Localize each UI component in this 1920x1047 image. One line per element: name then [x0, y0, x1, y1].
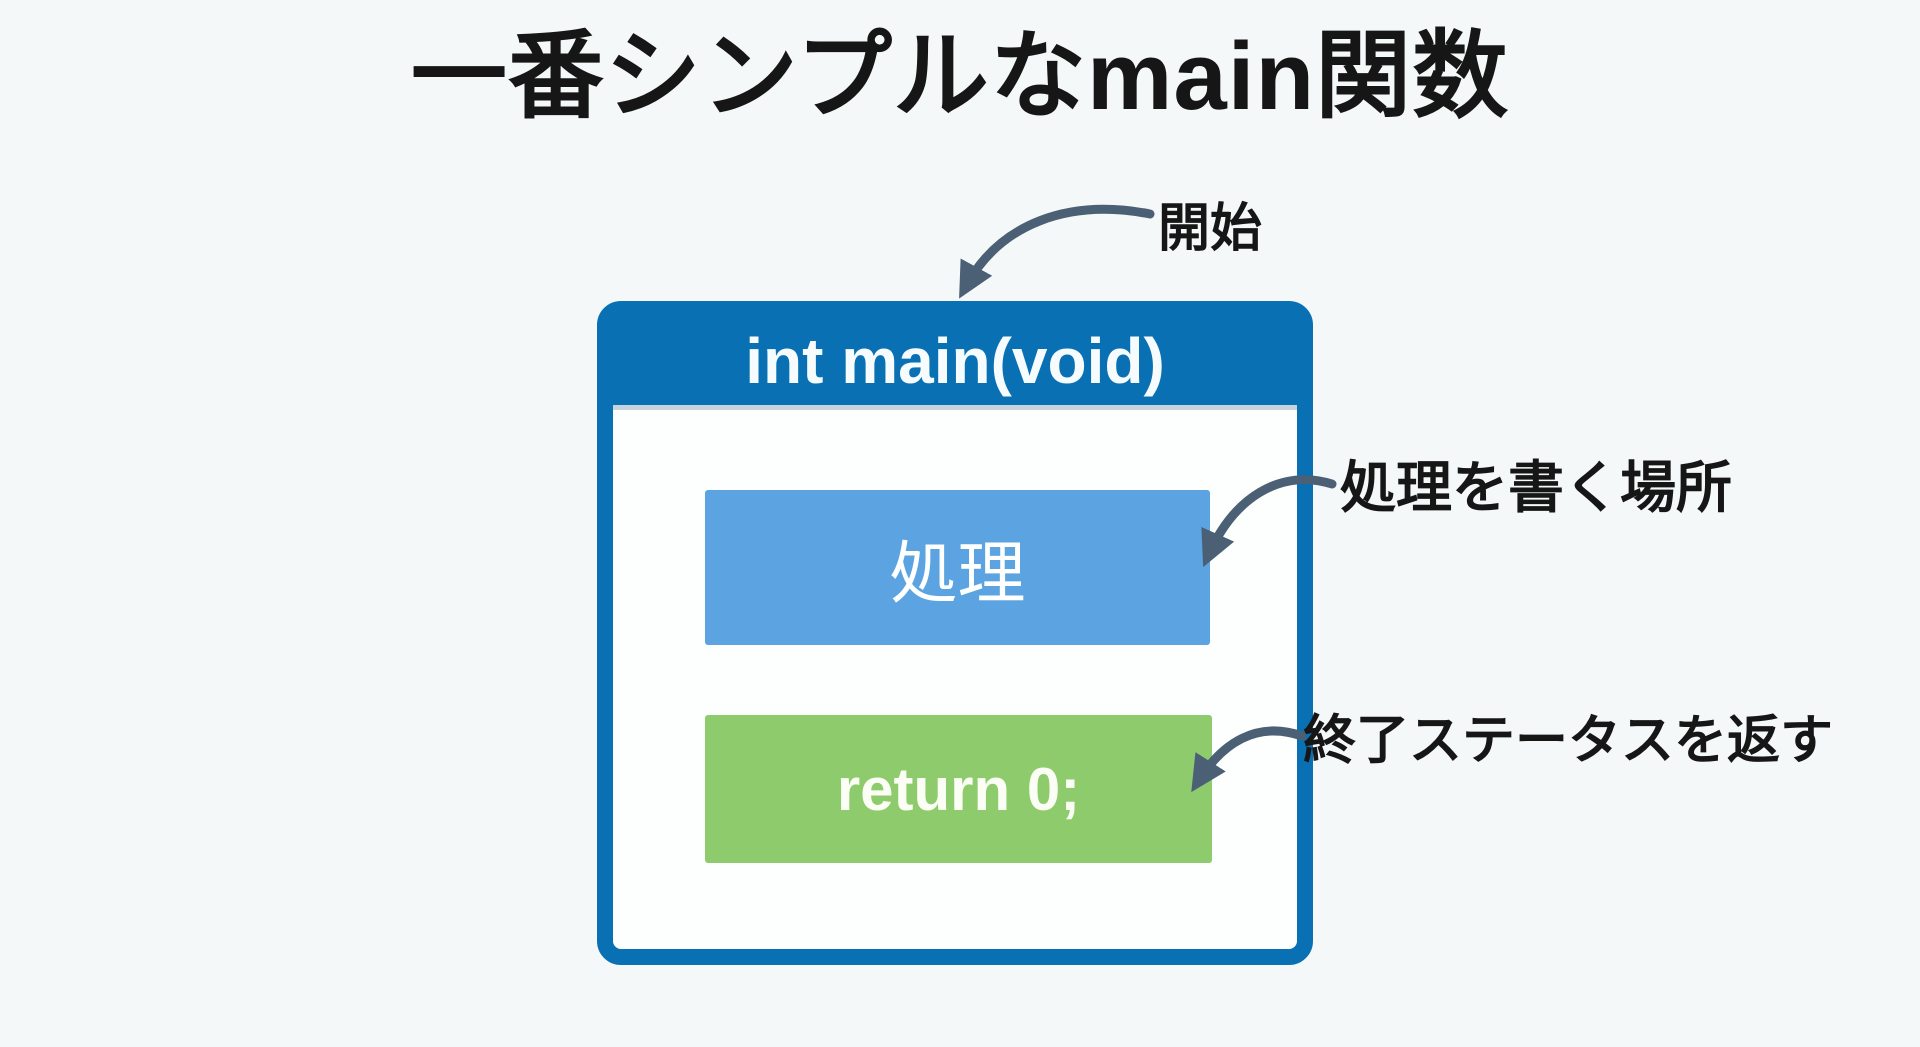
main-function-box: int main(void) 処理 return 0; — [597, 301, 1313, 965]
return-statement-block: return 0; — [705, 715, 1212, 863]
start-annotation: 開始 — [1158, 200, 1263, 258]
start-arrow-icon — [959, 204, 1155, 299]
process-annotation: 処理を書く場所 — [1340, 456, 1732, 519]
return-annotation: 終了ステータスを返す — [1303, 711, 1833, 770]
function-signature-header: int main(void) — [613, 317, 1297, 405]
page-title: 一番シンプルなmain関数 — [410, 23, 1510, 130]
process-block: 処理 — [705, 490, 1210, 645]
